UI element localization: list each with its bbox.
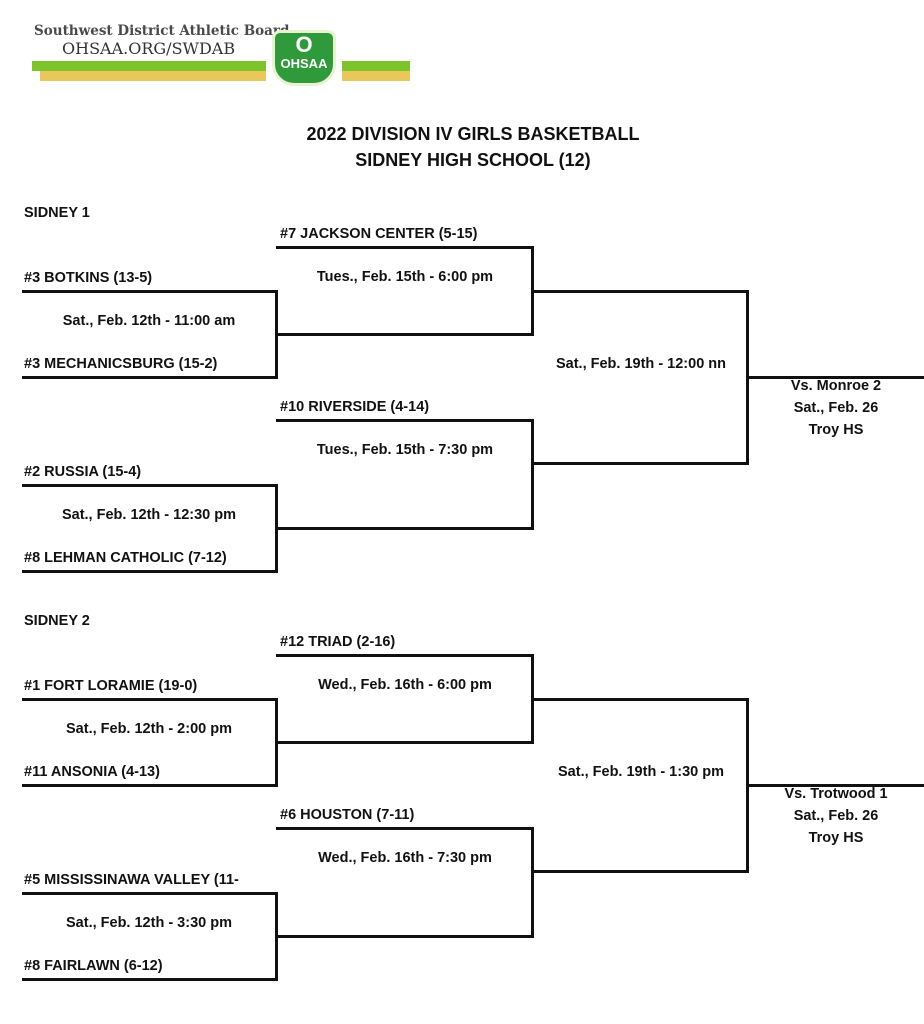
bracket-line — [22, 978, 278, 981]
bracket-line — [276, 827, 534, 830]
section-label: SIDNEY 1 — [24, 205, 90, 221]
bracket-line — [533, 870, 749, 873]
team-slot[interactable]: #12 TRIAD (2-16) — [280, 634, 396, 650]
game-date: Wed., Feb. 16th - 7:30 pm — [318, 850, 492, 866]
bracket-connector — [746, 698, 749, 873]
bracket-line — [22, 698, 278, 701]
bracket-line — [22, 892, 278, 895]
bracket-line — [533, 462, 749, 465]
game-date: Sat., Feb. 19th - 12:00 nn — [555, 356, 726, 372]
game-date: Sat., Feb. 19th - 1:30 pm — [558, 764, 724, 780]
team-slot[interactable]: #8 FAIRLAWN (6-12) — [24, 958, 163, 974]
team-slot[interactable]: #6 HOUSTON (7-11) — [280, 807, 415, 823]
bracket-line — [533, 698, 749, 701]
game-date: Sat., Feb. 12th - 2:00 pm — [66, 721, 232, 737]
section-label: SIDNEY 2 — [24, 613, 90, 629]
logo-bar-gold — [40, 71, 266, 81]
game-date: Sat., Feb. 12th - 11:00 am — [62, 313, 236, 329]
bracket-line — [22, 376, 278, 379]
team-slot[interactable]: #1 FORT LORAMIE (19-0) — [24, 678, 198, 694]
team-slot[interactable]: #5 MISSISSINAWA VALLEY (11- — [24, 872, 239, 888]
bracket-line — [276, 419, 534, 422]
bracket-line — [22, 484, 278, 487]
team-slot[interactable]: #8 LEHMAN CATHOLIC (7-12) — [24, 550, 227, 566]
page-subtitle: SIDNEY HIGH SCHOOL (12) — [355, 150, 591, 170]
next-round-info: Sat., Feb. 26 — [793, 400, 879, 416]
bracket-section: SIDNEY 1 #3 BOTKINS (13-5) #3 MECHANICSBUR… — [0, 0, 924, 573]
bracket-line — [533, 290, 749, 293]
page-title: 2022 DIVISION IV GIRLS BASKETBALL — [306, 124, 640, 144]
bracket-line — [276, 527, 534, 530]
game-date: Wed., Feb. 16th - 6:00 pm — [318, 677, 492, 693]
org-name: Southwest District Athletic Board — [34, 23, 290, 39]
bracket-line — [22, 784, 278, 787]
bracket-connector — [531, 654, 534, 744]
bracket-connector — [531, 246, 534, 336]
bracket-line — [276, 741, 534, 744]
team-slot[interactable]: #10 RIVERSIDE (4-14) — [280, 399, 430, 415]
bracket-line — [22, 570, 278, 573]
game-date: Sat., Feb. 12th - 3:30 pm — [66, 915, 232, 931]
team-slot[interactable]: #11 ANSONIA (4-13) — [24, 764, 160, 780]
next-round-info: Vs. Monroe 2 — [790, 378, 882, 394]
team-slot[interactable]: #3 BOTKINS (13-5) — [24, 270, 153, 286]
logo-bar-green — [32, 61, 266, 71]
logo-bar-green-right — [342, 61, 410, 71]
bracket-connector — [746, 290, 749, 465]
team-slot[interactable]: #3 MECHANICSBURG (15-2) — [24, 356, 218, 372]
next-round-info: Vs. Trotwood 1 — [784, 786, 888, 802]
next-round-info: Troy HS — [808, 830, 864, 846]
game-date: Tues., Feb. 15th - 7:30 pm — [316, 442, 494, 458]
bracket-line — [276, 246, 534, 249]
next-round-info: Troy HS — [808, 422, 864, 438]
game-date: Tues., Feb. 15th - 6:00 pm — [316, 269, 494, 285]
bracket-line — [276, 935, 534, 938]
next-round-info: Sat., Feb. 26 — [793, 808, 879, 824]
bracket-line — [748, 376, 924, 379]
bracket-line — [276, 333, 534, 336]
org-url[interactable]: OHSAA.ORG/SWDAB — [62, 39, 236, 58]
bracket-line — [22, 290, 278, 293]
bracket-connector — [531, 419, 534, 530]
bracket-section: SIDNEY 2 #1 FORT LORAMIE (19-0) #11 ANSONI… — [0, 408, 924, 981]
bracket-line — [748, 784, 924, 787]
game-date: Sat., Feb. 12th - 12:30 pm — [61, 507, 237, 523]
bracket-line — [276, 654, 534, 657]
bracket-connector — [531, 827, 534, 938]
team-slot[interactable]: #7 JACKSON CENTER (5-15) — [280, 226, 478, 242]
team-slot[interactable]: #2 RUSSIA (15-4) — [24, 464, 142, 480]
logo-bar-gold-right — [342, 71, 410, 81]
